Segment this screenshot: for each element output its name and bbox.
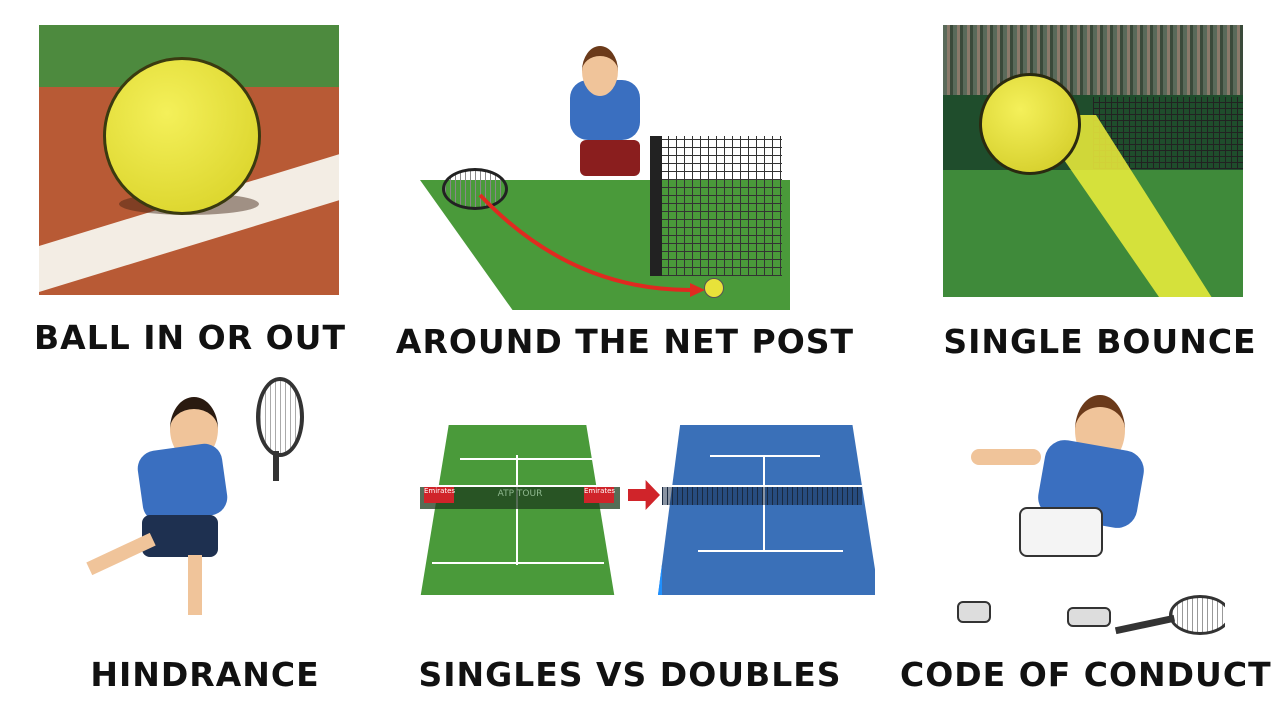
grass-court-service-line-top — [460, 458, 595, 460]
panel-single-bounce — [943, 25, 1243, 297]
hard-court-service-line-bottom — [698, 550, 843, 552]
racket-handle — [1114, 614, 1176, 635]
panel-ball-in-or-out — [39, 25, 339, 295]
player-shorts — [142, 515, 218, 557]
crowd-background — [943, 25, 1243, 95]
player-head — [582, 46, 618, 96]
tennis-ball-icon — [979, 73, 1081, 175]
grass-court-center-line — [516, 455, 518, 565]
panel-hindrance — [60, 375, 310, 640]
panel-around-the-net-post — [420, 40, 790, 310]
tennis-ball-icon — [704, 278, 724, 298]
net — [652, 136, 782, 276]
net-sponsor-right: Emirates — [584, 487, 615, 503]
arrow-right-icon — [628, 480, 660, 510]
panel-singles-vs-doubles: Emirates Emirates ATP TOUR — [410, 425, 875, 600]
ball-path-arrow — [478, 193, 705, 297]
label-code-of-conduct: CODE OF CONDUCT — [900, 655, 1272, 694]
player-shorts — [1019, 507, 1103, 557]
player-shorts — [580, 140, 640, 176]
hard-court — [658, 425, 875, 595]
label-around-the-net-post: AROUND THE NET POST — [395, 322, 855, 361]
broken-racket-icon — [1169, 595, 1225, 635]
grass-court-service-line-bottom — [432, 562, 604, 564]
label-hindrance: HINDRANCE — [90, 655, 320, 694]
hard-court-service-line-top — [710, 455, 820, 457]
net-center-logo: ATP TOUR — [497, 489, 543, 499]
player-arm — [971, 449, 1041, 465]
hard-court-net — [662, 485, 862, 505]
net-sponsor-left: Emirates — [424, 487, 455, 503]
player-leg-right — [188, 555, 202, 615]
player-shoe-right — [1067, 607, 1111, 627]
racket-icon — [256, 377, 304, 457]
player-shoe-left — [957, 601, 991, 623]
net-post — [650, 136, 662, 276]
label-single-bounce: SINGLE BOUNCE — [943, 322, 1257, 361]
label-ball-in-or-out: BALL IN OR OUT — [34, 318, 346, 357]
racket-handle — [273, 451, 279, 481]
racket-icon — [442, 168, 508, 210]
panel-code-of-conduct — [955, 385, 1225, 645]
label-singles-vs-doubles: SINGLES VS DOUBLES — [418, 655, 842, 694]
tennis-ball-icon — [103, 57, 261, 215]
player-body — [135, 441, 230, 525]
